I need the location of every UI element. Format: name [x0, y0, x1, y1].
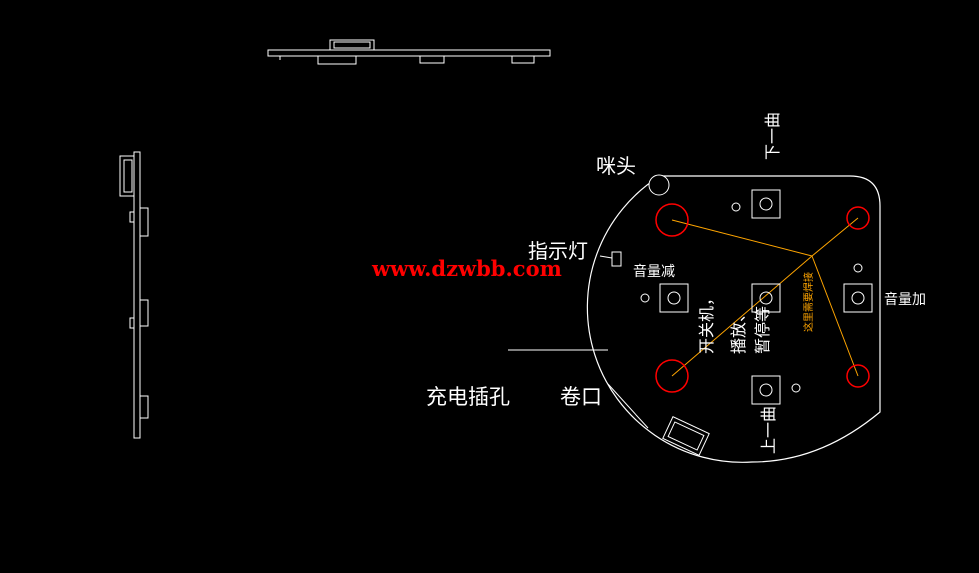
pad-bottom-left: [655, 359, 689, 393]
side-view-top: [267, 39, 551, 65]
charge-port-icon: [662, 416, 710, 456]
label-charge-port: 充电插孔: [426, 385, 510, 409]
traces: [671, 217, 859, 377]
mic-icon: [648, 174, 670, 196]
button-play-icon: [751, 283, 781, 313]
label-next-track: 下一曲: [763, 112, 782, 160]
buttons: [640, 189, 873, 405]
pad-top-right: [846, 206, 870, 230]
label-rolled-edge: 卷口: [560, 385, 602, 409]
via-hole: [640, 293, 650, 303]
button-vol-down-icon: [659, 283, 689, 313]
pad-top-left: [655, 203, 689, 237]
label-vol-up: 音量加: [884, 291, 926, 308]
button-next-track-icon: [751, 189, 781, 219]
via-hole: [791, 383, 801, 393]
label-prev-track: 上一曲: [759, 406, 778, 454]
label-power-line3: 暂停等: [753, 306, 772, 354]
side-view-left: [119, 151, 149, 439]
solder-pads: [655, 203, 870, 393]
label-vol-down: 音量减: [633, 263, 675, 280]
via-hole: [731, 202, 741, 212]
button-vol-up-icon: [843, 283, 873, 313]
label-vertical-note: 这里需要焊接: [802, 272, 815, 332]
leader-lines: [508, 255, 649, 429]
label-mic: 咪头: [596, 154, 636, 178]
via-hole: [853, 263, 863, 273]
pad-bottom-right: [846, 364, 870, 388]
button-prev-track-icon: [751, 375, 781, 405]
indicator-led-icon: [611, 251, 622, 267]
label-power-line1: 开关机，: [697, 290, 716, 354]
label-indicator: 指示灯: [528, 239, 588, 263]
label-power-line2: 播放、: [729, 306, 748, 354]
board-outline: [586, 174, 881, 463]
label-watermark: www.dzwbb.com: [371, 256, 562, 281]
